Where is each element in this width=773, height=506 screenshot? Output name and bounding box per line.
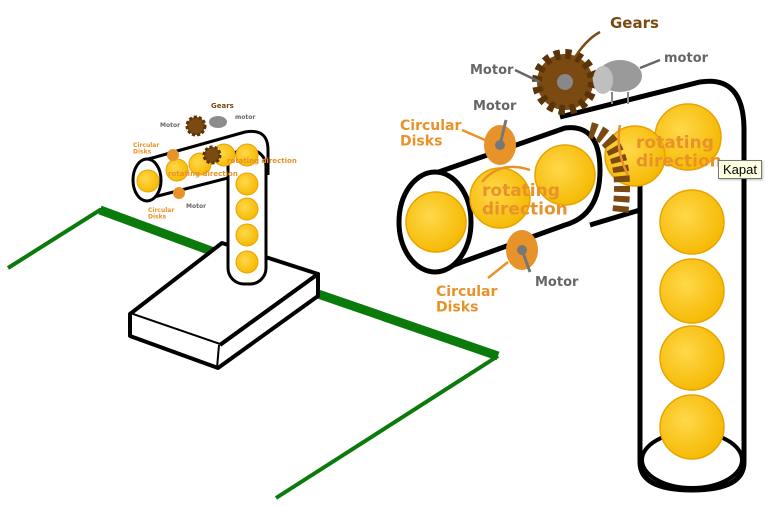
label-rotating-direction-right: rotating direction [636, 133, 722, 172]
ball [136, 169, 160, 193]
small-disk-icon [173, 187, 185, 199]
rail-right-thick [316, 289, 500, 361]
ball [659, 325, 725, 391]
ball [235, 250, 259, 274]
ball [659, 258, 725, 324]
small-label-motor-bottom: Motor [186, 203, 206, 210]
small-label-circular-disks-bottom: Circular Disks [148, 207, 176, 221]
small-gear-icon [202, 145, 222, 165]
ball [659, 189, 725, 255]
label-motor-disk-bottom: Motor [535, 275, 579, 290]
ball [659, 394, 725, 460]
label-rotating-direction-left: rotating direction [482, 181, 568, 220]
ball [235, 223, 259, 247]
base-box [128, 241, 320, 370]
gear-icon [587, 122, 630, 217]
gear-icon [532, 49, 598, 115]
small-disk-icon [167, 149, 179, 161]
small-horizontal-tube [131, 115, 270, 203]
arrow-icons [461, 30, 661, 279]
small-motor-icon [209, 116, 227, 128]
small-label-circular-disks-top: Circular Disks [133, 142, 161, 156]
ball [235, 172, 259, 196]
small-label-motor-left: Motor [160, 122, 180, 129]
rail-left-thick [98, 205, 224, 260]
label-circular-disks-top: Circular Disks [400, 118, 466, 149]
label-gears: Gears [610, 14, 659, 32]
motor-icon [593, 60, 642, 104]
ball [235, 197, 259, 221]
small-label-rotating-right: rotating direction [227, 157, 297, 165]
tooltip: Kapat [718, 160, 762, 179]
small-gear-icon [185, 115, 207, 137]
small-label-motor-top: motor [235, 114, 255, 121]
large-front-tube [396, 125, 603, 275]
small-label-rotating-left: rotating direction [168, 170, 238, 178]
ball [534, 144, 596, 206]
rail-right [274, 354, 500, 500]
ball [235, 143, 259, 167]
ball [405, 191, 467, 253]
large-scene: Gears motor Motor Motor Motor Circular D… [396, 14, 747, 493]
label-motor-left: Motor [470, 63, 514, 78]
label-motor-top: motor [664, 51, 709, 66]
circular-disk-icon [484, 119, 516, 165]
large-vertical-tube [637, 150, 747, 493]
small-scene: Gears motor Motor Circular Disks Circula… [6, 102, 500, 500]
circular-disk-icon [506, 230, 538, 273]
small-label-gears: Gears [211, 102, 234, 110]
label-motor-disk-top: Motor [473, 99, 517, 114]
label-circular-disks-bottom: Circular Disks [436, 284, 502, 315]
